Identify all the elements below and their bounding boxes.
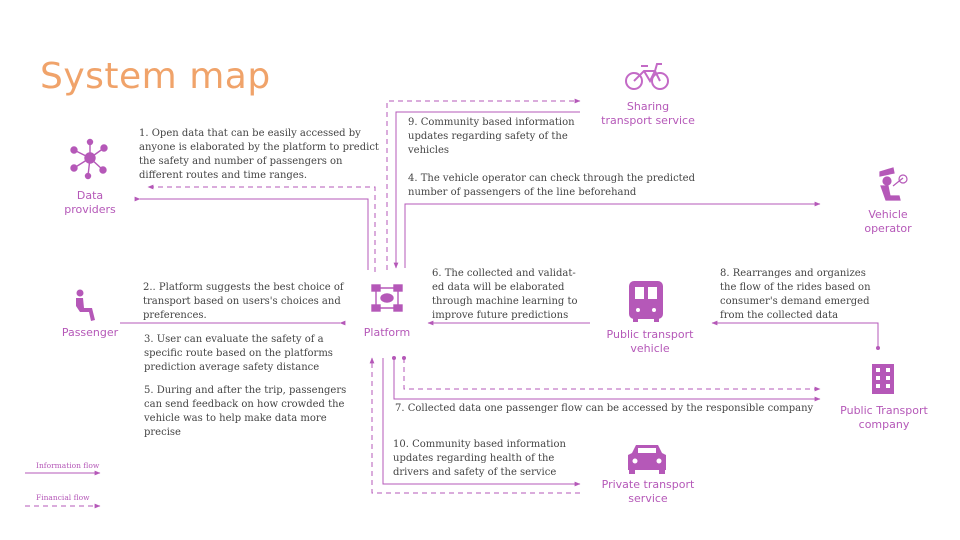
node-passenger: Passenger xyxy=(50,326,130,340)
note-line: transport based on users's choices and xyxy=(143,296,341,307)
note-10: 10. Community based information updates … xyxy=(393,438,566,480)
note-line: 10. Community based information xyxy=(393,439,566,450)
note-4: 4. The vehicle operator can check throug… xyxy=(408,172,695,200)
node-label-line: vehicle xyxy=(630,342,670,355)
note-line: the safety and number of passengers on xyxy=(139,156,343,167)
flow-platform-to-company-financial xyxy=(402,356,821,392)
note-5: 5. During and after the trip, passengers… xyxy=(144,384,346,440)
note-line: different routes and time ranges. xyxy=(139,170,308,181)
page-title: System map xyxy=(40,56,271,97)
note-line: 2.. Platform suggests the best choice of xyxy=(143,282,344,293)
note-9: 9. Community based information updates r… xyxy=(408,116,575,158)
note-line: prediction average safety distance xyxy=(144,362,320,373)
note-line: can send feedback on how crowded the xyxy=(144,399,345,410)
note-line: 3. User can evaluate the safety of a xyxy=(144,334,324,345)
flow-platform-to-company xyxy=(392,356,821,402)
note-line: the flow of the rides based on xyxy=(720,282,871,293)
node-sharing-transport: Sharing transport service xyxy=(588,100,708,128)
note-line: 7. Collected data one passenger flow can… xyxy=(395,403,814,414)
platform-network-icon xyxy=(371,284,403,312)
node-vehicle-operator: Vehicle operator xyxy=(848,208,928,236)
node-label-line: Passenger xyxy=(61,326,119,339)
flow-platform-to-sharing-financial xyxy=(386,98,581,270)
flow-company-to-vehicle xyxy=(711,320,880,350)
flow-sharing-to-platform xyxy=(393,111,580,269)
node-label-line: Public transport xyxy=(606,328,694,341)
note-line: specific route based on the platforms xyxy=(144,348,333,359)
bicycle-icon xyxy=(625,63,669,90)
car-icon xyxy=(628,445,666,474)
node-label-line: providers xyxy=(64,203,116,216)
note-line: 9. Community based information xyxy=(408,117,575,128)
node-label-line: Platform xyxy=(363,326,411,339)
flow-platform-to-vehicle-operator xyxy=(404,201,821,268)
driver-icon xyxy=(879,167,908,201)
note-line: anyone is elaborated by the platform to … xyxy=(139,142,379,153)
note-line: consumer's demand emerged xyxy=(720,296,870,307)
node-label-line: company xyxy=(858,418,910,431)
network-icon xyxy=(70,138,108,180)
note-7: 7. Collected data one passenger flow can… xyxy=(395,402,813,416)
node-label-line: service xyxy=(628,492,668,505)
note-line: through machine learning to xyxy=(432,296,578,307)
building-icon xyxy=(872,364,894,394)
note-line: drivers and safety of the service xyxy=(393,467,557,478)
flow-data-providers-to-platform xyxy=(134,196,369,270)
note-line: 1. Open data that can be easily accessed… xyxy=(139,128,361,139)
node-label-line: Private transport xyxy=(601,478,695,491)
note-line: 5. During and after the trip, passengers xyxy=(144,385,347,396)
flow-platform-to-data-providers-financial xyxy=(147,184,376,272)
note-line: vehicle was to help make data more xyxy=(144,413,327,424)
flow-private-to-platform-financial xyxy=(369,357,580,494)
note-6: 6. The collected and validat- ed data wi… xyxy=(432,267,578,323)
note-line: 4. The vehicle operator can check throug… xyxy=(408,173,696,184)
seated-person-icon xyxy=(76,289,95,321)
node-public-transport-company: Public Transport company xyxy=(824,404,944,432)
node-label-line: transport service xyxy=(601,114,695,127)
note-3: 3. User can evaluate the safety of a spe… xyxy=(144,333,333,375)
note-line: vehicles xyxy=(408,145,450,156)
node-label-line: operator xyxy=(864,222,912,235)
node-label-line: Sharing xyxy=(626,100,670,113)
node-private-transport: Private transport service xyxy=(588,478,708,506)
note-line: improve future predictions xyxy=(432,310,569,321)
note-line: precise xyxy=(144,427,181,438)
node-label-line: Data xyxy=(76,189,104,202)
node-data-providers: Data providers xyxy=(50,189,130,217)
node-label-line: Public Transport xyxy=(840,404,928,417)
flow-platform-to-private xyxy=(382,358,581,487)
note-line: number of passengers of the line beforeh… xyxy=(408,187,637,198)
note-line: updates regarding safety of the xyxy=(408,131,568,142)
note-1: 1. Open data that can be easily accessed… xyxy=(139,127,379,183)
node-label-line: Vehicle xyxy=(868,208,908,221)
note-line: updates regarding health of the xyxy=(393,453,555,464)
legend-financial-flow: Financial flow xyxy=(36,493,90,502)
node-platform: Platform xyxy=(350,326,424,340)
note-line: preferences. xyxy=(143,310,207,321)
legend-information-flow: Information flow xyxy=(36,461,100,470)
note-8: 8. Rearranges and organizes the flow of … xyxy=(720,267,871,323)
note-line: 6. The collected and validat- xyxy=(432,268,576,279)
note-line: ed data will be elaborated xyxy=(432,282,565,293)
node-public-transport-vehicle: Public transport vehicle xyxy=(590,328,710,356)
note-line: 8. Rearranges and organizes xyxy=(720,268,866,279)
note-2: 2.. Platform suggests the best choice of… xyxy=(143,281,344,323)
bus-icon xyxy=(629,281,663,322)
note-line: from the collected data xyxy=(720,310,839,321)
